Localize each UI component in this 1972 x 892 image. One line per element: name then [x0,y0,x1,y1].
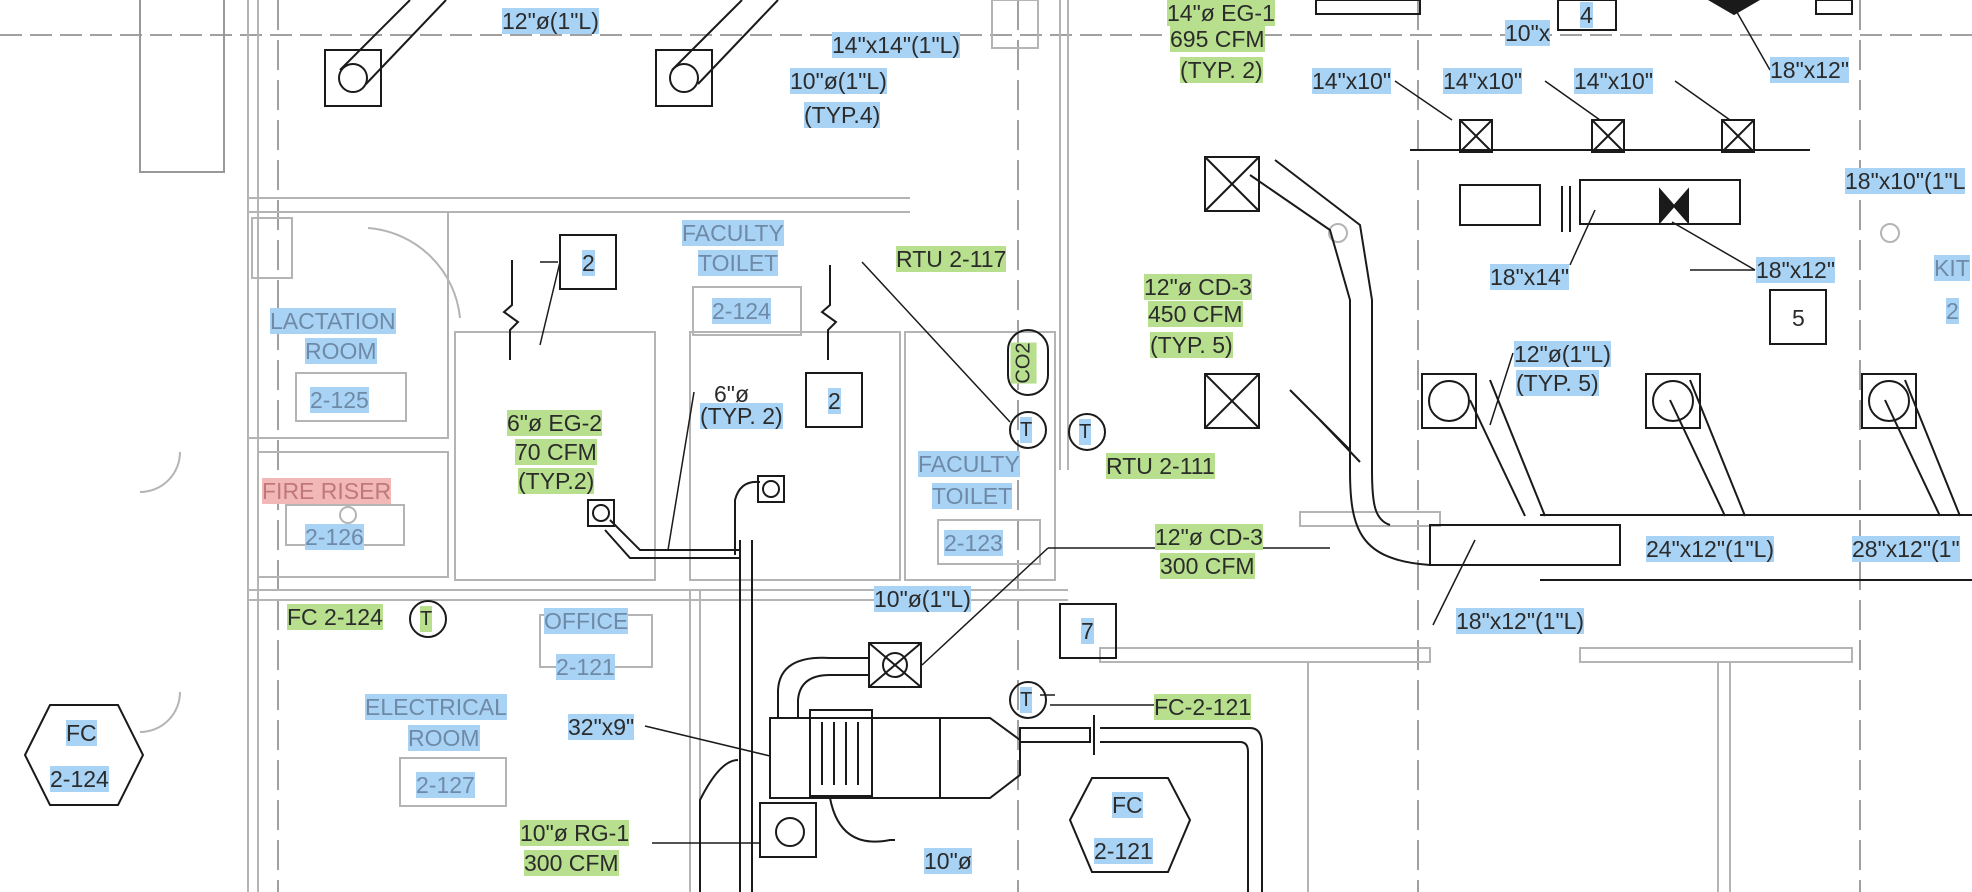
fc-2124-label: FC 2-124 [287,604,383,630]
thermostat-label-rtu-2117: T [1020,417,1033,443]
eg1-label-line-1: 14"ø EG-1 [1167,0,1275,26]
room-name-kit-partial: KIT [1934,255,1970,281]
duct-label-32x9: 32"x9" [568,714,635,740]
thermostat-label-rtu-2111: T [1079,419,1092,445]
room-name-faculty-toilet-a-line-2: TOILET [698,250,779,276]
duct-label-14x10-b: 14"x10" [1443,68,1522,94]
keynote-tag-4: 4 [1580,2,1593,28]
duct-label-18x12-1L: 18"x12"(1"L) [1456,608,1585,634]
room-number-lactation: 2-125 [310,387,369,413]
cd3-300-label-line-1: 12"ø CD-3 [1155,524,1263,550]
duct-label-6dia-line-1: 6"ø [714,381,750,407]
room-name-electrical-line-1: ELECTRICAL [365,694,507,720]
fc-2121-label: FC-2-121 [1154,694,1252,720]
eg2-label-line-3: (TYP.2) [518,468,595,494]
fc-2121-tag-line-2: 2-121 [1094,838,1153,864]
callout-leaders [539,0,1771,844]
room-number-electrical: 2-127 [416,772,475,798]
fc-2121-tag-line-1: FC [1112,792,1143,818]
duct-label-12dia-typ5-line-1: 12"ø(1"L) [1514,341,1611,367]
duct-label-14x10-a: 14"x10" [1312,68,1391,94]
fc-2124-tag-line-1: FC [66,720,97,746]
duct-label-12dia: 12"ø(1"L) [502,8,599,34]
keynote-tag-2b: 2 [828,388,841,414]
room-name-faculty-toilet-b-line-2: TOILET [932,483,1013,509]
duct-label-6dia-line-2: (TYP. 2) [700,403,783,429]
duct-label-18x12-a: 18"x12" [1770,57,1849,83]
eg2-label-line-2: 70 CFM [515,439,597,465]
room-name-faculty-toilet-b-line-1: FACULTY [918,451,1020,477]
rg1-label-line-1: 10"ø RG-1 [520,820,630,846]
room-number-kit-partial: 2 [1946,298,1959,324]
duct-label-18x10: 18"x10"(1"L [1845,168,1966,194]
break-lines [502,260,838,360]
room-number-fire-riser: 2-126 [305,524,364,550]
duct-label-10dia-1L: 10"ø(1"L) [874,586,971,612]
duct-label-10dia-typ4-line-2: (TYP.4) [804,102,881,128]
room-name-electrical-line-2: ROOM [408,725,480,751]
cd3-450-label-line-3: (TYP. 5) [1150,332,1233,358]
eg2-label-line-1: 6"ø EG-2 [507,410,603,436]
rg1-label-line-2: 300 CFM [524,850,619,876]
room-name-fire-riser: FIRE RISER [262,478,392,504]
ductwork [324,0,1972,892]
duct-label-12dia-typ5-line-2: (TYP. 5) [1516,370,1599,396]
duct-label-18x14: 18"x14" [1490,264,1569,290]
duct-label-10x: 10"x [1505,20,1551,46]
duct-label-14x14: 14"x14"(1"L) [832,32,961,58]
duct-label-10dia: 10"ø [924,848,972,874]
thermostat-symbols [409,329,1106,719]
duct-label-28x12: 28"x12"(1" [1852,536,1960,562]
tag-shapes [23,0,1827,873]
room-name-faculty-toilet-a-line-1: FACULTY [682,220,784,246]
thermostat-label-fc-2121: T [1020,687,1033,713]
cd3-450-label-line-2: 450 CFM [1148,301,1243,327]
rtu-2111-label: RTU 2-111 [1106,453,1215,479]
thermostat-label-fc-2124: T [420,606,433,632]
room-number-office: 2-121 [556,654,615,680]
rtu-2117-label: RTU 2-117 [896,246,1007,272]
room-name-lactation-line-1: LACTATION [270,308,396,334]
eg1-label-line-3: (TYP. 2) [1180,57,1263,83]
keynote-tag-7: 7 [1081,618,1094,644]
keynote-tag-2a: 2 [582,250,595,276]
fc-2124-tag-line-2: 2-124 [50,766,109,792]
keynote-tag-5: 5 [1792,305,1805,331]
co2-sensor-label: CO2 [1010,342,1037,384]
room-name-office: OFFICE [544,608,629,634]
room-number-faculty-toilet-b: 2-123 [944,530,1003,556]
duct-label-10dia-typ4-line-1: 10"ø(1"L) [790,68,887,94]
duct-label-14x10-c: 14"x10" [1574,68,1653,94]
room-name-lactation-line-2: ROOM [305,338,377,364]
cd3-450-label-line-1: 12"ø CD-3 [1144,274,1252,300]
eg1-label-line-2: 695 CFM [1170,26,1265,52]
cd3-300-label-line-2: 300 CFM [1160,553,1255,579]
duct-label-18x12-b: 18"x12" [1756,257,1835,283]
room-number-faculty-toilet-a: 2-124 [712,298,771,324]
duct-label-24x12: 24"x12"(1"L) [1646,536,1775,562]
